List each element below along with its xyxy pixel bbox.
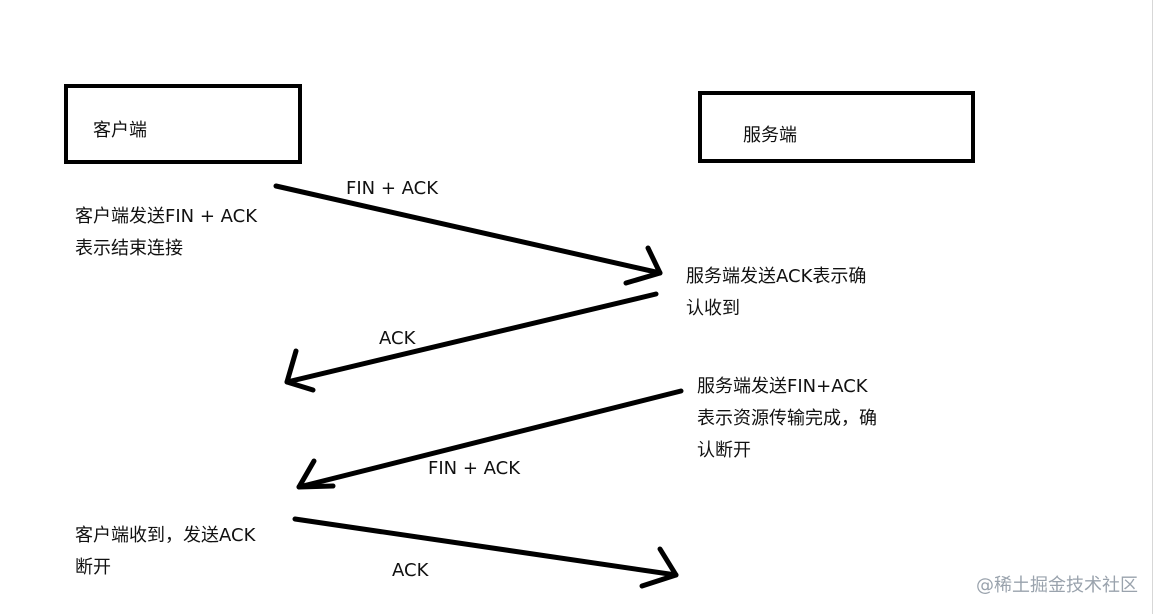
note-client-fin-line-2: 表示结束连接 xyxy=(75,238,183,259)
arrow-ack-client-to-server xyxy=(292,516,679,589)
note-client-final-line-1: 客户端收到，发送ACK xyxy=(75,525,256,546)
note-server-ack-line-2: 认收到 xyxy=(686,298,740,319)
note-server-fin-line-3: 认断开 xyxy=(697,440,751,461)
note-client-final: 客户端收到，发送ACK 断开 xyxy=(75,520,255,584)
arrow-label-3: FIN + ACK xyxy=(428,458,521,479)
note-server-fin: 服务端发送FIN+ACK 表示资源传输完成，确 认断开 xyxy=(697,371,877,467)
note-server-fin-line-2: 表示资源传输完成，确 xyxy=(697,408,877,429)
arrow-fin-ack-server-to-client xyxy=(296,388,684,490)
note-client-fin-line-1: 客户端发送FIN + ACK xyxy=(75,206,258,227)
server-label: 服务端 xyxy=(743,125,797,146)
arrow-label-2: ACK xyxy=(379,328,416,349)
note-server-fin-line-1: 服务端发送FIN+ACK xyxy=(697,376,868,397)
note-server-ack-line-1: 服务端发送ACK表示确 xyxy=(686,266,867,287)
client-label: 客户端 xyxy=(93,120,147,141)
server-box: 服务端 xyxy=(698,91,975,163)
arrow-ack-server-to-client xyxy=(284,291,659,393)
watermark-text: @稀土掘金技术社区 xyxy=(976,575,1138,596)
right-border-line xyxy=(1152,0,1153,614)
client-box: 客户端 xyxy=(64,84,302,164)
arrow-label-4: ACK xyxy=(392,560,429,581)
note-client-final-line-2: 断开 xyxy=(75,557,111,578)
arrow-fin-ack-client-to-server xyxy=(273,183,663,286)
note-client-fin: 客户端发送FIN + ACK 表示结束连接 xyxy=(75,201,257,265)
arrow-label-1: FIN + ACK xyxy=(346,178,439,199)
note-server-ack: 服务端发送ACK表示确 认收到 xyxy=(686,261,866,325)
